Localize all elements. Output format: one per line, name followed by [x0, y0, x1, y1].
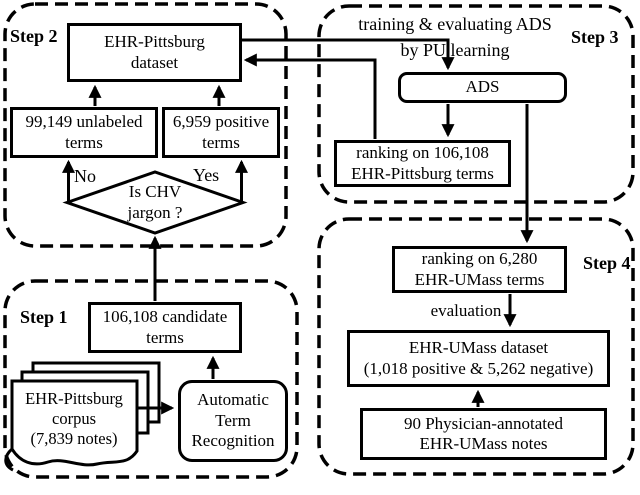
step1-label: Step 1: [20, 307, 68, 327]
step4-label: Step 4: [583, 253, 631, 273]
ehr-pittsburg-corpus-text: EHR-Pittsburg corpus (7,839 notes): [13, 386, 135, 452]
text-line: ranking on 106,108: [356, 143, 489, 163]
ehr-umass-dataset-box: EHR-UMass dataset (1,018 positive & 5,26…: [347, 330, 610, 387]
text-line: Term: [215, 410, 251, 430]
text-line: terms: [202, 132, 240, 152]
text-line: Recognition: [191, 431, 275, 451]
text-line: jargon ?: [127, 202, 183, 222]
text-line: corpus: [52, 409, 96, 429]
physician-annotated-notes-box: 90 Physician-annotated EHR-UMass notes: [360, 408, 607, 460]
text-line: 6,959 positive: [172, 112, 270, 132]
text-line: ranking on 6,280: [421, 249, 538, 269]
decision-diamond: [62, 170, 248, 235]
step2-label: Step 2: [10, 26, 58, 46]
pu-learning-caption-line2: by PU learning: [400, 40, 510, 60]
text-line: 106,108 candidate: [102, 307, 228, 327]
step2-container: [3, 2, 288, 248]
text-line: EHR-UMass notes: [419, 434, 548, 453]
text-line: dataset: [130, 52, 179, 72]
yes-branch-label: Yes: [193, 165, 220, 185]
text-line: EHR-Pittsburg: [25, 389, 123, 409]
no-branch-label: No: [74, 166, 96, 186]
ranking-pittsburg-terms-box: ranking on 106,108 EHR-Pittsburg terms: [334, 140, 511, 187]
evaluation-label: evaluation: [430, 301, 502, 320]
automatic-term-recognition-box: Automatic Term Recognition: [178, 380, 288, 462]
step4-container: [317, 217, 635, 476]
document-curl-icon: [4, 447, 14, 472]
text-line: (7,839 notes): [30, 428, 118, 448]
positive-terms-box: 6,959 positive terms: [162, 107, 280, 158]
document-page-front: [10, 379, 139, 467]
pu-learning-caption-line1: training & evaluating ADS: [358, 14, 552, 34]
unlabeled-terms-box: 99,149 unlabeled terms: [10, 107, 158, 158]
step3-container: [317, 4, 635, 204]
ads-box: ADS: [398, 72, 567, 103]
text-line: EHR-UMass terms: [414, 269, 545, 289]
text-line: Is CHV: [128, 182, 182, 202]
ranking-umass-terms-box: ranking on 6,280 EHR-UMass terms: [392, 246, 567, 293]
text-line: EHR-UMass dataset: [408, 338, 549, 358]
step1-container: [3, 279, 299, 479]
text-line: EHR-Pittsburg: [104, 32, 205, 52]
text-line: EHR-Pittsburg terms: [351, 163, 494, 183]
text-line: 99,149 unlabeled: [25, 112, 143, 132]
ehr-pittsburg-dataset-box: EHR-Pittsburg dataset: [67, 23, 242, 82]
connector-arrows: [62, 38, 534, 415]
text-line: ADS: [465, 77, 500, 97]
arrow-ranking-to-dataset: [243, 53, 377, 139]
candidate-terms-box: 106,108 candidate terms: [88, 302, 242, 353]
step3-label: Step 3: [571, 27, 619, 47]
text-line: Automatic: [197, 390, 269, 410]
decision-diamond-text: Is CHV jargon ?: [110, 174, 200, 231]
text-line: 90 Physician-annotated: [403, 413, 564, 433]
arrow-dataset-to-ads: [242, 38, 455, 71]
text-line: (1,018 positive & 5,262 negative): [363, 358, 594, 378]
text-line: terms: [65, 132, 103, 152]
text-line: terms: [146, 327, 184, 347]
